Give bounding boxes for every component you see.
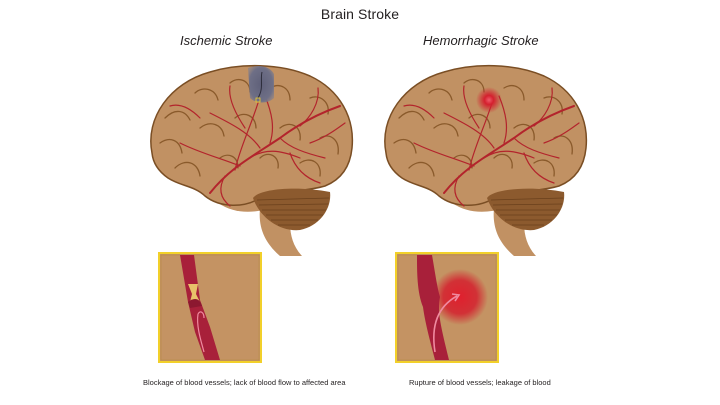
ischemic-vessel-inset [158, 252, 262, 363]
ischemic-heading: Ischemic Stroke [180, 33, 273, 48]
hemorrhagic-caption: Rupture of blood vessels; leakage of blo… [409, 378, 551, 387]
hemorrhagic-brain-illustration [374, 58, 594, 258]
hemorrhagic-vessel-inset [395, 252, 499, 363]
diagram-title: Brain Stroke [320, 6, 400, 22]
ischemic-caption: Blockage of blood vessels; lack of blood… [143, 378, 346, 387]
ischemic-brain-illustration [140, 58, 360, 258]
hemorrhagic-heading: Hemorrhagic Stroke [423, 33, 539, 48]
